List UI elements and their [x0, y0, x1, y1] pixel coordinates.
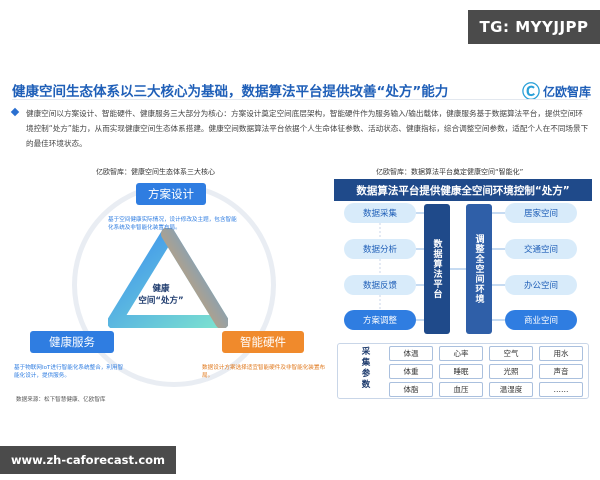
parameters-panel — [337, 343, 589, 399]
step-adjust: 方案调整 — [344, 310, 416, 330]
note-service: 基于物联网IoT进行智能化系统整合，利用智能化设计，提供服务。 — [14, 365, 124, 379]
platform-header: 数据算法平台提供健康全空间环境控制“处方” — [334, 179, 592, 201]
logo-text: 亿欧智库 — [543, 84, 592, 99]
title-divider — [12, 99, 588, 100]
center-line-1: 健康 — [152, 284, 170, 294]
param-chip: …… — [539, 382, 583, 397]
triangle-graphic — [108, 228, 228, 328]
center-line-2: 空间“处方” — [138, 296, 184, 306]
note-design: 基于空间健康实际情况，设计修改及主题，包含智能化系统及非智能化装置布局。 — [108, 217, 237, 231]
param-chip: 血压 — [439, 382, 483, 397]
right-diagram-subtitle: 亿欧智库：数据算法平台奠定健康空间“智能化” — [376, 168, 524, 176]
param-chip: 用水 — [539, 346, 583, 361]
left-diagram-subtitle: 亿欧智库：健康空间生态体系三大核心 — [96, 168, 215, 176]
param-chip: 体重 — [389, 364, 433, 379]
data-source: 数据来源：松下智慧健康、亿欧智库 — [16, 397, 106, 403]
step-collect: 数据采集 — [344, 203, 416, 223]
intro-paragraph: 健康空间以方案设计、智能硬件、健康服务三大部分为核心：方案设计奠定空间底层架构，… — [10, 106, 590, 151]
param-chip: 声音 — [539, 364, 583, 379]
space-office: 办公空间 — [505, 275, 577, 295]
node-hardware: 智能硬件 — [222, 331, 304, 353]
param-chip: 温湿度 — [489, 382, 533, 397]
param-chip: 光照 — [489, 364, 533, 379]
param-chip: 睡眠 — [439, 364, 483, 379]
node-service: 健康服务 — [30, 331, 114, 353]
space-transport: 交通空间 — [505, 239, 577, 259]
column-adjust-environment: 调整全空间环境 — [466, 204, 492, 334]
space-home: 居家空间 — [505, 203, 577, 223]
center-label: 健康 空间“处方” — [128, 283, 194, 307]
param-chip: 空气 — [489, 346, 533, 361]
connector-lines — [379, 212, 505, 321]
parameters-label: 采集参数 — [361, 347, 371, 390]
note-hardware: 数据设计方案选择适宜智能硬件及非智能化装置布局。 — [202, 365, 326, 379]
brand-logo: Ⓒ 亿欧智库 — [522, 78, 591, 104]
telegram-watermark: TG: MYYJJPP — [468, 10, 600, 44]
param-chip: 体脂 — [389, 382, 433, 397]
param-chip: 心率 — [439, 346, 483, 361]
page-title: 健康空间生态体系以三大核心为基础，数据算法平台提供改善“处方”能力 — [12, 84, 449, 100]
step-analyze: 数据分析 — [344, 239, 416, 259]
website-watermark: www.zh-caforecast.com — [0, 446, 176, 474]
param-chip: 体温 — [389, 346, 433, 361]
step-feedback: 数据反馈 — [344, 275, 416, 295]
logo-icon: Ⓒ — [522, 82, 540, 103]
column-algorithm-platform: 数据算法平台 — [424, 204, 450, 334]
node-design: 方案设计 — [136, 183, 206, 205]
intro-text: 健康空间以方案设计、智能硬件、健康服务三大部分为核心：方案设计奠定空间底层架构，… — [26, 109, 589, 148]
space-commercial: 商业空间 — [505, 310, 577, 330]
